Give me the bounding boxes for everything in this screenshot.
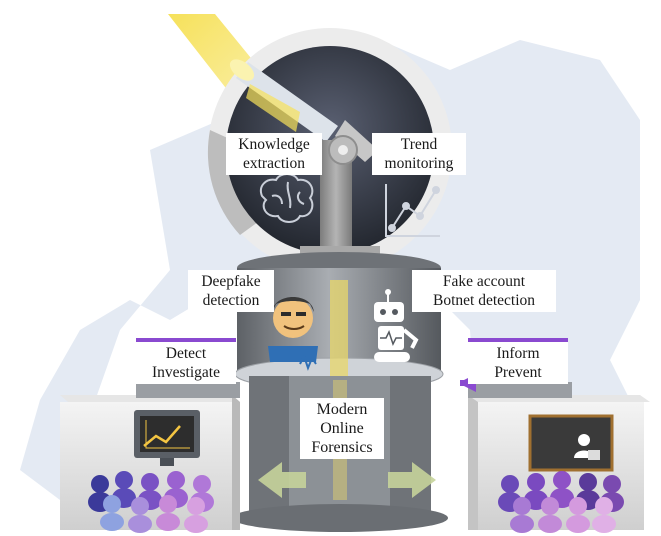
cylinder-inner-beam	[330, 280, 348, 376]
cylinder-base	[232, 504, 448, 532]
telescope-arm	[335, 120, 378, 162]
label-deepfake-detection: Deepfake detection	[188, 270, 274, 312]
label-inform-prevent: Inform Prevent	[468, 338, 568, 384]
label-trend-monitoring: Trend monitoring	[372, 133, 466, 175]
robot-icon	[374, 289, 419, 362]
crowd-right	[498, 471, 624, 533]
label-fake-account-botnet: Fake account Botnet detection	[412, 270, 556, 312]
bidirectional-arrow	[258, 462, 436, 498]
trend-chart-icon	[385, 184, 440, 237]
brain-icon	[260, 173, 314, 223]
label-detect-investigate: Detect Investigate	[136, 338, 236, 384]
label-knowledge-extraction: Knowledge extraction	[226, 133, 322, 175]
telescope	[229, 59, 338, 142]
chart-monitor-icon	[134, 410, 200, 466]
label-modern-online-forensics: Modern Online Forensics	[300, 398, 384, 459]
presenter-board-icon	[528, 414, 614, 472]
masked-face-icon	[268, 297, 318, 371]
crowd-left	[88, 471, 214, 533]
